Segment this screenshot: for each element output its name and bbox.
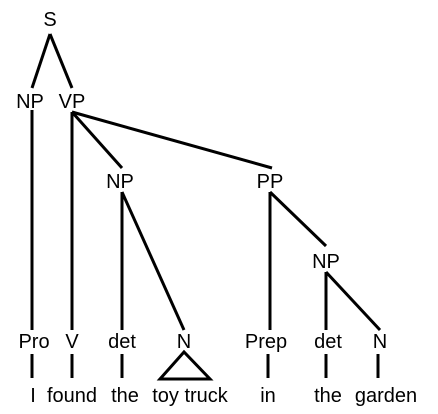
node-det-2: det [314,331,342,353]
word-prep: in [260,385,276,407]
roof-triangle-n [156,349,214,381]
word-pronoun: I [30,385,36,407]
word-det-2: the [314,385,342,407]
node-n-1: N [177,331,191,353]
node-v: V [65,331,79,353]
node-s: S [43,9,56,31]
edge-s-np [30,33,52,89]
word-verb: found [47,385,97,407]
node-det-1: det [108,331,136,353]
node-prep: Prep [245,331,287,353]
edge-vp-pp [71,110,273,170]
word-noun-phrase-1: toy truck [152,385,229,407]
node-pp: PP [257,171,284,193]
edge-np-n [120,191,186,331]
edge-vp-np [70,111,124,169]
word-det-1: the [111,385,139,407]
node-pro: Pro [18,331,49,353]
node-np-subject: NP [16,91,44,113]
node-vp: VP [59,91,86,113]
word-noun-2: garden [355,385,417,407]
node-np-pp: NP [312,251,340,273]
edge-s-vp [48,33,74,89]
edge-pp-np [268,190,328,248]
node-np-object: NP [106,171,134,193]
node-n-2: N [373,331,387,353]
edge-np-n-2 [324,270,382,332]
